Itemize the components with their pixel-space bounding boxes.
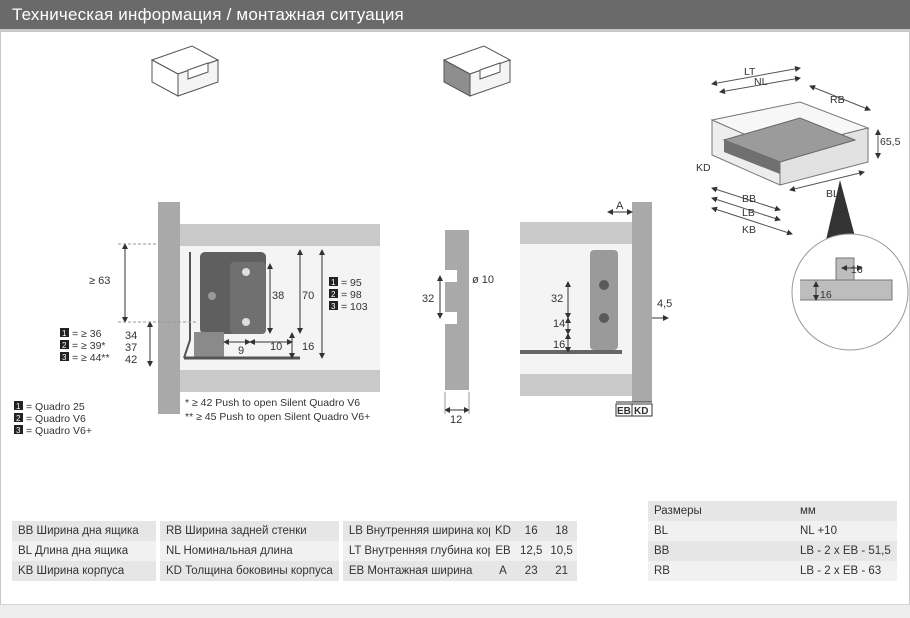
footnote-1: * ≥ 42 Push to open Silent Quadro V6 [185,397,360,409]
iso-NL: NL [754,76,768,88]
dim-front-16: 16 [553,339,565,351]
iso-detail-16b: 16 [820,289,832,301]
svg-text:1: 1 [331,278,336,287]
table-row: RB LB - 2 x EB - 63 [648,561,897,581]
iso-detail-16a: 16 [851,264,863,276]
dim-4-5: 4,5 [657,298,672,310]
svg-text:= ≥ 44**: = ≥ 44** [72,352,110,364]
table-header-row: Размеры мм [648,501,897,521]
dim-42: 42 [125,354,137,366]
iso-65-5: 65,5 [880,136,901,148]
iso-BL: BL [826,188,839,200]
svg-text:1: 1 [62,329,67,338]
table-row: BL Длина дна ящика NL Номинальная длина … [12,541,525,561]
header-bar: Техническая информация / монтажная ситуа… [0,0,910,32]
svg-text:2: 2 [16,414,21,423]
dim-A: A [616,200,624,212]
drawer-icon-front [442,45,512,97]
model-legend: 1 = Quadro 25 2 = Quadro V6 3 = Quadro V… [14,401,92,437]
dim-d10: ø 10 [472,274,494,286]
iso-BB: BB [742,193,756,205]
table-row: KD 16 18 [490,521,577,541]
iso-drawer-drawing [710,65,909,351]
svg-text:3: 3 [62,353,67,362]
dim-panel-32: 32 [422,293,434,305]
dim-38: 38 [272,290,284,302]
drawer-icon-open [150,45,220,97]
svg-text:= Quadro V6+: = Quadro V6+ [26,425,92,437]
table-row: BB LB - 2 x EB - 51,5 [648,541,897,561]
dim-34: 34 [125,330,137,342]
kd-table: KD 16 18 EB 12,5 10,5 A 23 21 [490,521,577,581]
side-view-drawing [118,202,380,414]
iso-KD: KD [696,162,711,174]
dim-front-32: 32 [551,293,563,305]
dim-12: 12 [450,414,462,426]
svg-text:1: 1 [16,402,21,411]
svg-text:3: 3 [16,426,21,435]
svg-text:= 95: = 95 [341,277,362,289]
svg-text:2: 2 [62,341,67,350]
table-row: BB Ширина дна ящика RB Ширина задней сте… [12,521,525,541]
svg-text:= 103: = 103 [341,301,368,313]
label-EB: EB [617,406,631,417]
svg-text:= Quadro V6: = Quadro V6 [26,413,86,425]
dim-16: 16 [302,341,314,353]
svg-text:= 98: = 98 [341,289,362,301]
dim-10: 10 [270,341,282,353]
iso-LT: LT [744,66,756,78]
iso-LB: LB [742,207,755,219]
dim-9: 9 [238,345,244,357]
dim-front-14: 14 [553,318,565,330]
bottom-bar [0,604,910,618]
iso-KB: KB [742,224,756,236]
svg-text:= ≥ 36: = ≥ 36 [72,328,102,340]
svg-text:3: 3 [331,302,336,311]
svg-text:= Quadro 25: = Quadro 25 [26,401,85,413]
svg-text:= ≥ 39*: = ≥ 39* [72,340,106,352]
svg-text:2: 2 [331,290,336,299]
sizes-table: Размеры мм BL NL +10 BB LB - 2 x EB - 51… [648,501,897,581]
table-row: A 23 21 [490,561,577,581]
dim-37: 37 [125,342,137,354]
dim-70: 70 [302,290,314,302]
label-KD: KD [634,406,648,417]
page-title: Техническая информация / монтажная ситуа… [12,5,404,24]
abbrev-table: BB Ширина дна ящика RB Ширина задней сте… [12,521,525,581]
right-size-list: 1 = 95 2 = 98 3 = 103 [329,277,368,313]
panel-drawing [437,230,470,414]
iso-RB: RB [830,94,845,106]
dim-ge63: ≥ 63 [89,275,110,287]
left-size-list: 1 = ≥ 36 2 = ≥ 39* 3 = ≥ 44** [60,328,110,364]
footnote-2: ** ≥ 45 Push to open Silent Quadro V6+ [185,411,370,423]
front-view-drawing [520,202,669,417]
table-row: BL NL +10 [648,521,897,541]
table-row: EB 12,5 10,5 [490,541,577,561]
table-row: KB Ширина корпуса KD Толщина боковины ко… [12,561,525,581]
